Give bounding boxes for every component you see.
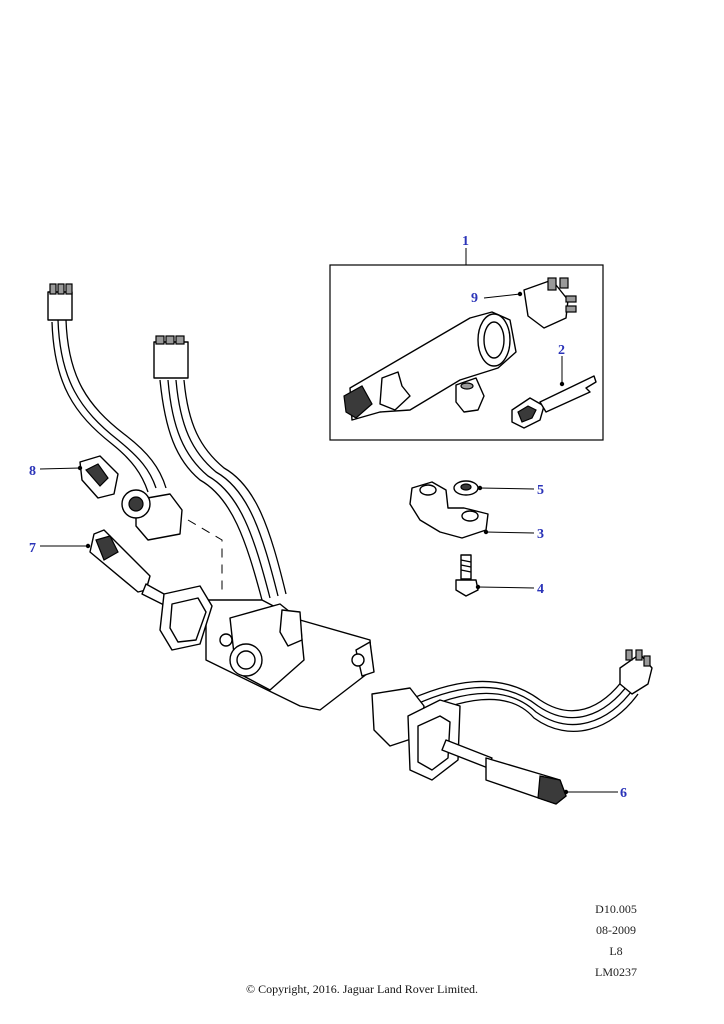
callout-1[interactable]: 1	[462, 234, 469, 249]
ignition-lock-barrel[interactable]	[343, 311, 517, 421]
ignition-kit-inset	[329, 248, 604, 441]
diagram-date: 08-2009	[596, 923, 636, 937]
clamp-half[interactable]	[409, 481, 489, 539]
callout-2[interactable]: 2	[558, 343, 565, 358]
callout-6[interactable]: 6	[620, 786, 627, 801]
diagram-level: L8	[609, 944, 623, 958]
column-switch-assembly	[47, 283, 375, 711]
wiper-stalk-assembly[interactable]	[371, 649, 653, 805]
diagram-reference: D10.005	[595, 902, 637, 916]
callout-5[interactable]: 5	[537, 483, 544, 498]
ignition-switch[interactable]	[523, 277, 577, 329]
bolt[interactable]	[455, 554, 479, 597]
diagram-code: LM0237	[595, 965, 637, 979]
washer[interactable]	[453, 480, 479, 496]
callout-9[interactable]: 9	[471, 291, 478, 306]
callout-3[interactable]: 3	[537, 527, 544, 542]
callout-7[interactable]: 7	[29, 541, 36, 556]
ignition-key[interactable]	[511, 375, 597, 429]
callout-8[interactable]: 8	[29, 464, 36, 479]
leader-lines	[39, 291, 618, 795]
copyright-notice: © Copyright, 2016. Jaguar Land Rover Lim…	[245, 982, 479, 996]
callout-4[interactable]: 4	[537, 582, 544, 597]
